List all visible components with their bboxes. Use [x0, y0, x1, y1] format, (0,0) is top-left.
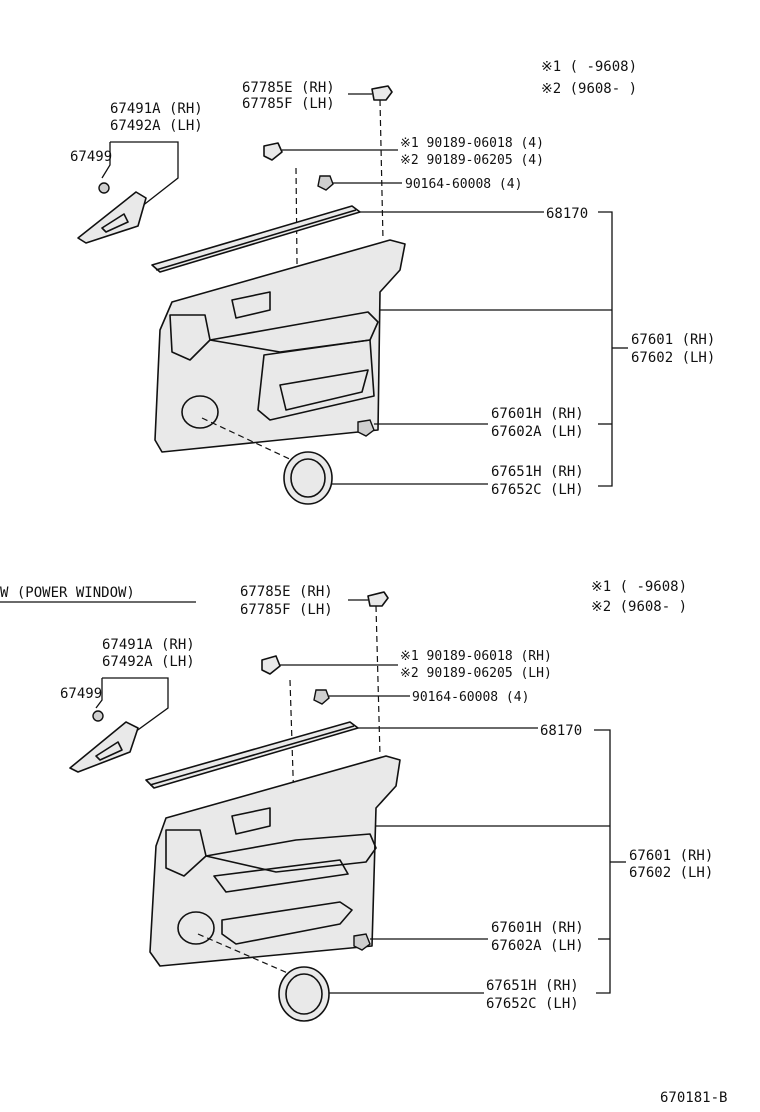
bottom-clip-part [261, 655, 281, 675]
top-note-1: ※1 ( -9608) [541, 59, 637, 75]
bottom-door-panel [149, 755, 401, 967]
top-cover-lh-label: 67652C (LH) [491, 482, 584, 498]
top-clip-1-label: ※1 90189-06018 (4) [400, 136, 544, 151]
bottom-panel-rh-label: 67601 (RH) [629, 848, 713, 864]
bottom-cover-lh-label: 67652C (LH) [486, 996, 579, 1012]
bottom-section-title: W (POWER WINDOW) [0, 585, 135, 601]
top-clip-part [263, 142, 283, 161]
bottom-switch-screw [92, 710, 104, 722]
bottom-cover-rh-label: 67651H (RH) [486, 978, 579, 994]
top-screw-label: 90164-60008 (4) [405, 177, 522, 192]
bottom-cover-dashed-line [197, 933, 291, 975]
bottom-screw-part [313, 689, 330, 705]
top-clip-2-label: ※2 90189-06205 (4) [400, 153, 544, 168]
bottom-hook-part [367, 591, 389, 607]
bottom-note-2: ※2 (9608- ) [591, 599, 687, 615]
bottom-screw-label: 90164-60008 (4) [412, 690, 529, 705]
bottom-clip-dashed-line [289, 679, 297, 869]
top-switch-rh-label: 67491A (RH) [110, 101, 203, 117]
bottom-screw-switch-label: 67499 [60, 686, 102, 702]
top-hook-dashed-line [379, 99, 384, 241]
top-switch-screw [98, 182, 110, 194]
top-pull-lh-label: 67602A (LH) [491, 424, 584, 440]
bottom-switch-rh-label: 67491A (RH) [102, 637, 195, 653]
bottom-hook-lh-label: 67785F (LH) [240, 602, 333, 618]
bottom-panel-lh-label: 67602 (LH) [629, 865, 713, 881]
top-hook-rh-label: 67785E (RH) [242, 80, 335, 96]
top-switch-lh-label: 67492A (LH) [110, 118, 203, 134]
bottom-switch-lh-label: 67492A (LH) [102, 654, 195, 670]
bottom-pull-lh-label: 67602A (LH) [491, 938, 584, 954]
top-panel-rh-label: 67601 (RH) [631, 332, 715, 348]
top-door-panel [154, 239, 406, 453]
top-pull-rh-label: 67601H (RH) [491, 406, 584, 422]
top-cover-rh-label: 67651H (RH) [491, 464, 584, 480]
bottom-weatherstrip-label: 68170 [540, 723, 582, 739]
top-hook-part [371, 85, 393, 101]
top-pull-clip [357, 419, 375, 437]
top-hook-lh-label: 67785F (LH) [242, 96, 335, 112]
top-panel-lh-label: 67602 (LH) [631, 350, 715, 366]
top-screw-part [317, 175, 334, 191]
bottom-pull-rh-label: 67601H (RH) [491, 920, 584, 936]
bottom-clip-2-label: ※2 90189-06205 (LH) [400, 666, 552, 681]
bottom-switch-base [69, 721, 139, 773]
top-switch-base [77, 191, 147, 244]
top-screw-switch-label: 67499 [70, 149, 112, 165]
bottom-hook-rh-label: 67785E (RH) [240, 584, 333, 600]
diagram-code: 670181-B [660, 1090, 727, 1106]
top-note-2: ※2 (9608- ) [541, 81, 637, 97]
bottom-hook-dashed-line [375, 605, 381, 757]
top-assembly: ※1 ( -9608) ※2 (9608- ) 67785E (RH) 6778… [70, 59, 715, 505]
bottom-note-1: ※1 ( -9608) [591, 579, 687, 595]
top-clip-dashed-line [295, 167, 299, 359]
bottom-assembly: W (POWER WINDOW) ※1 ( -9608) ※2 (9608- )… [0, 579, 713, 1022]
top-cover-dashed-line [201, 417, 297, 463]
bottom-pull-clip [353, 933, 371, 951]
bottom-clip-1-label: ※1 90189-06018 (RH) [400, 649, 552, 664]
top-weatherstrip-label: 68170 [546, 206, 588, 222]
